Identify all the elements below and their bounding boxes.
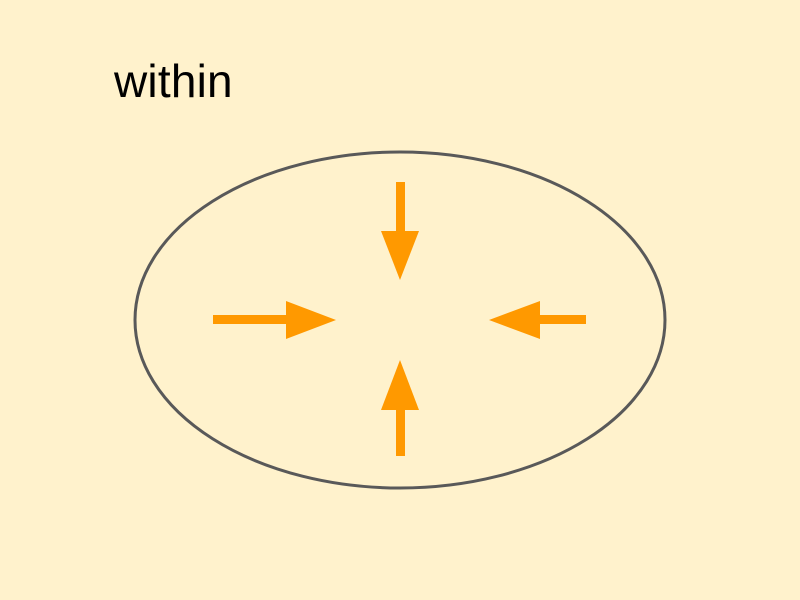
arrow-left-icon xyxy=(489,301,586,339)
preposition-label: within xyxy=(114,55,233,107)
arrow-down-icon xyxy=(381,182,419,280)
arrow-up-icon xyxy=(381,360,419,456)
boundary-ellipse xyxy=(133,150,667,490)
arrow-right-icon xyxy=(213,301,336,339)
